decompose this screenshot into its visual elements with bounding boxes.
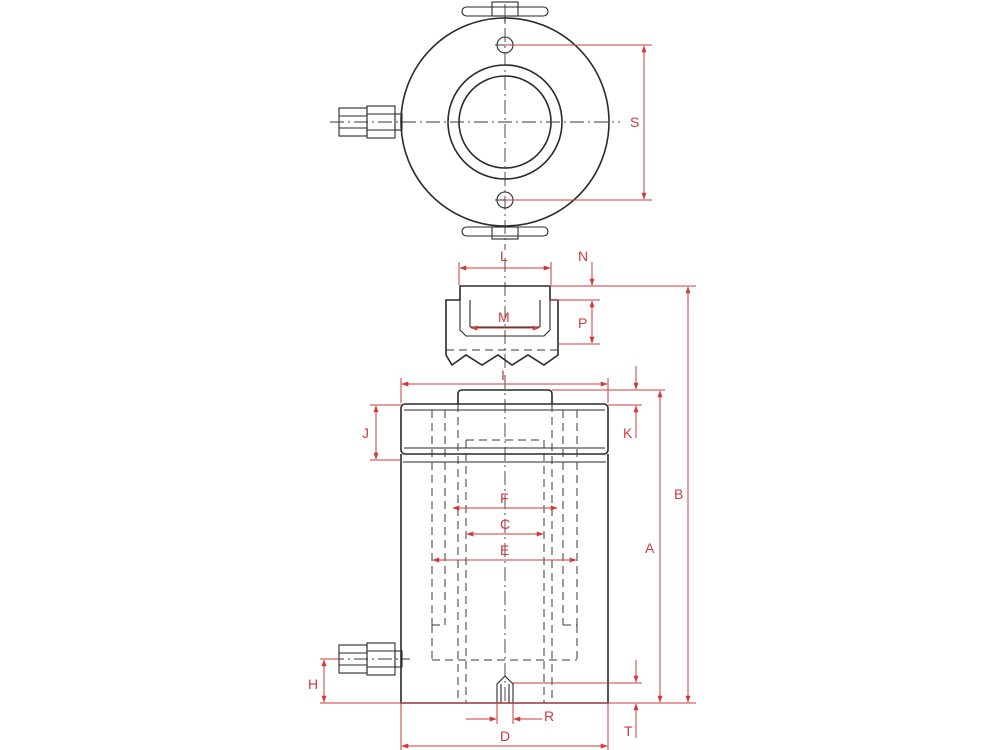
label-c: C bbox=[500, 516, 510, 532]
label-f: F bbox=[500, 490, 509, 506]
dimension-lines bbox=[320, 286, 696, 750]
label-d: D bbox=[500, 728, 510, 744]
side-coupler bbox=[330, 642, 410, 676]
top-view bbox=[330, 1, 652, 250]
label-t: T bbox=[624, 723, 633, 739]
label-h: H bbox=[308, 676, 318, 692]
label-l: L bbox=[500, 248, 508, 264]
label-p: P bbox=[578, 315, 587, 331]
label-r: R bbox=[544, 708, 554, 724]
label-i: I bbox=[501, 367, 505, 383]
label-k: K bbox=[623, 425, 633, 441]
label-m: M bbox=[498, 309, 510, 325]
label-n: N bbox=[578, 248, 588, 264]
label-e: E bbox=[500, 542, 509, 558]
saddle-detail bbox=[445, 258, 696, 372]
label-a: A bbox=[645, 540, 655, 556]
label-j: J bbox=[362, 425, 369, 441]
label-b: B bbox=[674, 486, 683, 502]
label-s: S bbox=[630, 114, 639, 130]
cylinder-body bbox=[330, 375, 609, 705]
dimension-labels: S L N M P I J K B F C A E H R D T bbox=[308, 114, 683, 744]
